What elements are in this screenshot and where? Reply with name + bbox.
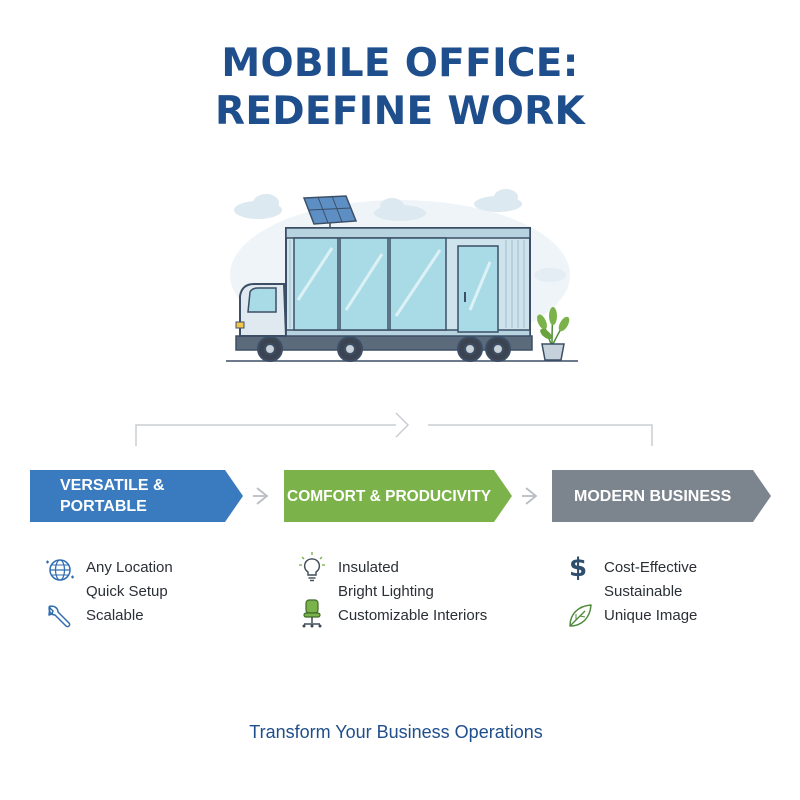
- feature-bright-lighting: Bright Lighting: [338, 583, 434, 600]
- dollar-icon: $: [569, 553, 588, 583]
- connector-left: [135, 424, 396, 446]
- stage-2-label: COMFORT & PRODUCIVITY: [287, 487, 492, 505]
- feature-any-location: Any Location: [86, 559, 173, 576]
- stage-3-features: Cost-Effective Sustainable Unique Image: [604, 556, 697, 628]
- globe-icon: [46, 559, 74, 581]
- connector-right: [428, 424, 653, 446]
- office-chair-icon: [302, 599, 322, 628]
- connector-arrow-head: [395, 412, 410, 438]
- feature-cost-effective: Cost-Effective: [604, 559, 698, 576]
- feature-sustainable: Sustainable: [604, 583, 683, 600]
- cloud-left: [234, 194, 282, 219]
- feature-customizable-interiors: Customizable Interiors: [338, 607, 488, 624]
- lightbulb-icon: [299, 552, 325, 582]
- truck-cab: [235, 283, 288, 337]
- chevron-right-icon: [522, 487, 538, 505]
- stage-banner-modern-business: MODERN BUSINESS: [552, 470, 771, 522]
- tagline: Transform Your Business Operations: [249, 722, 543, 742]
- wrench-icon: [48, 605, 71, 628]
- page-title: MOBILE OFFICE: REDEFINE WORK: [0, 40, 800, 136]
- cloud-right: [474, 189, 522, 212]
- title-line-1: MOBILE OFFICE:: [221, 41, 579, 86]
- glass-panels: [293, 237, 447, 331]
- stage-1-label-line-1: VERSATILE &: [60, 477, 165, 494]
- stage-3-label: MODERN BUSINESS: [574, 487, 732, 505]
- stage-2-features: Insulated Bright Lighting Customizable I…: [338, 556, 487, 628]
- stage-1-label: VERSATILE & PORTABLE: [60, 475, 165, 517]
- stage-1-features: Any Location Quick Setup Scalable: [86, 556, 173, 628]
- leaf-icon: [569, 604, 592, 627]
- stage-banner-versatile-portable: VERSATILE & PORTABLE: [30, 470, 243, 522]
- door: [457, 245, 499, 333]
- potted-plant: [537, 307, 570, 361]
- feature-insulated: Insulated: [338, 559, 399, 576]
- cloud-middle: [374, 198, 426, 221]
- mobile-office-truck-illustration: [226, 189, 578, 362]
- container-office: [285, 227, 531, 343]
- wheels: [257, 336, 511, 362]
- feature-quick-setup: Quick Setup: [86, 583, 168, 600]
- feature-unique-image: Unique Image: [604, 607, 698, 624]
- flow-connector: [135, 412, 653, 446]
- title-line-2: REDEFINE WORK: [214, 89, 586, 134]
- chevron-right-icon: [253, 487, 269, 505]
- cloud-far-right: [534, 268, 566, 282]
- feature-scalable: Scalable: [86, 607, 144, 624]
- stage-1-label-line-2: PORTABLE: [60, 498, 147, 515]
- stage-banner-comfort-productivity: COMFORT & PRODUCIVITY: [284, 470, 512, 522]
- solar-panel: [302, 195, 358, 230]
